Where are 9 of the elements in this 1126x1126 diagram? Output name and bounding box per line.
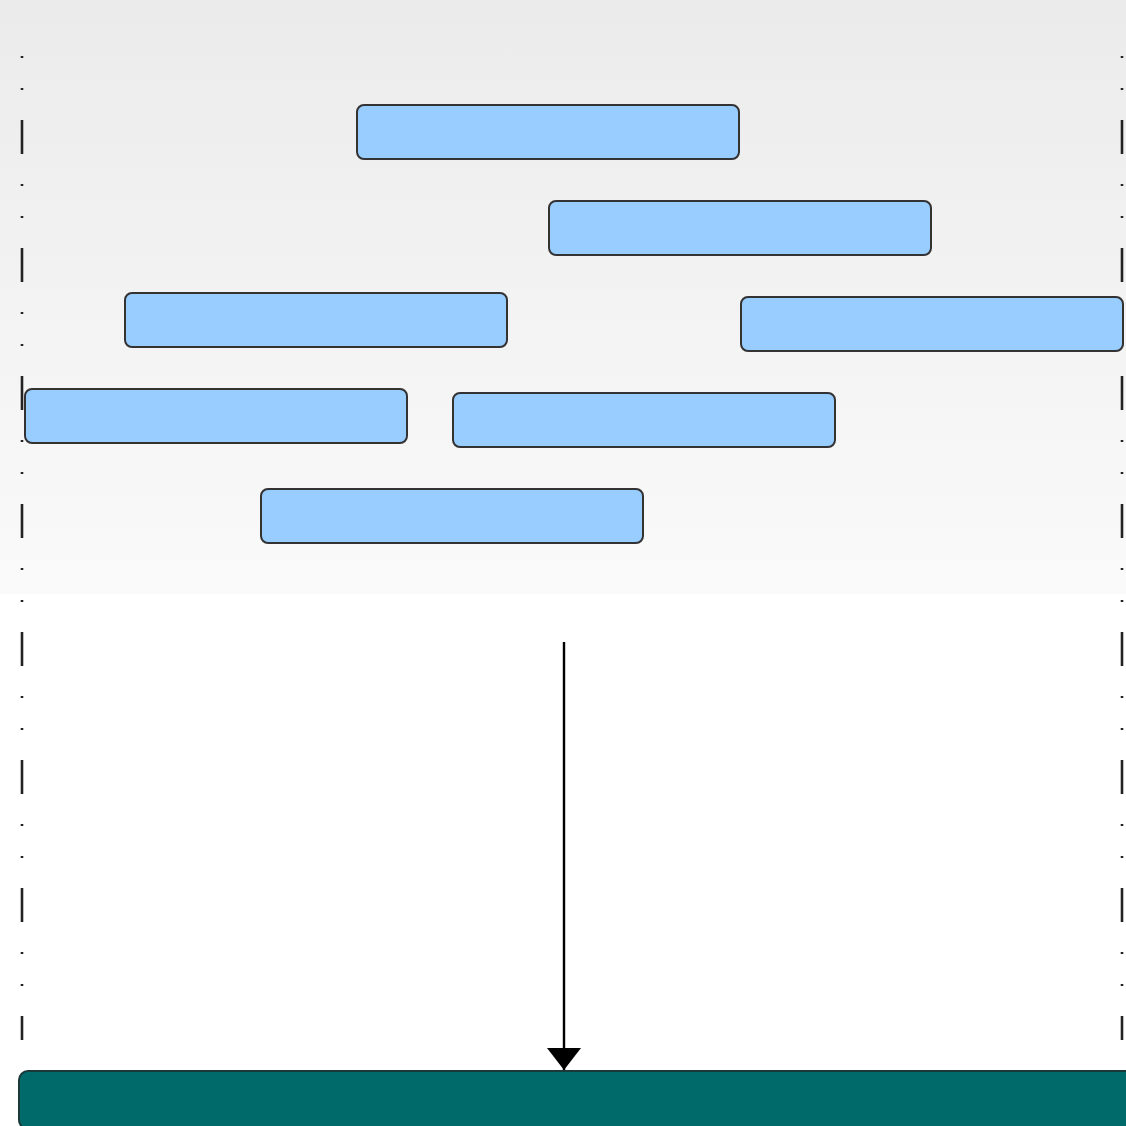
rounded-box — [356, 104, 740, 160]
rounded-box — [260, 488, 644, 544]
rounded-box — [548, 200, 932, 256]
arrow — [553, 642, 575, 1070]
rounded-box — [24, 388, 408, 444]
rounded-box — [124, 292, 508, 348]
rounded-box — [740, 296, 1124, 352]
bar — [18, 1070, 1126, 1126]
rounded-box — [452, 392, 836, 448]
